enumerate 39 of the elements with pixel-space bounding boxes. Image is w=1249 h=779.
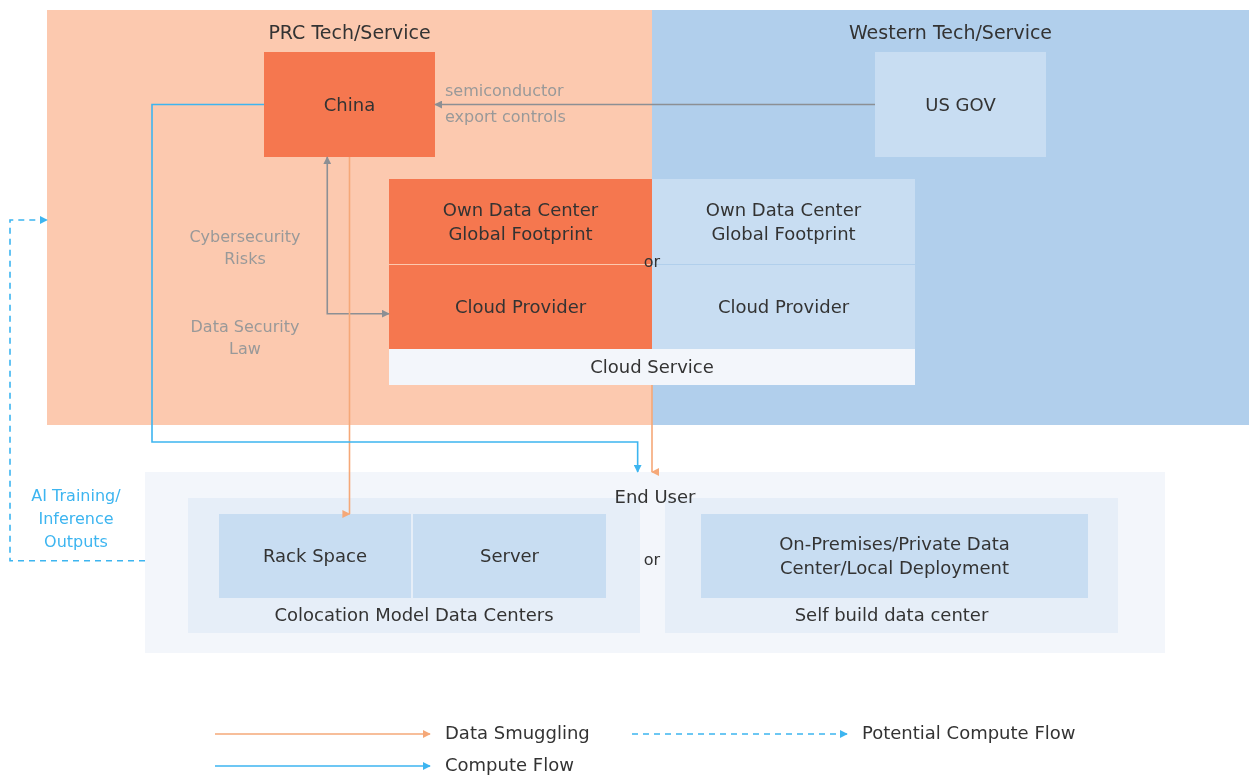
arrow bbox=[434, 100, 876, 109]
arrow bbox=[342, 156, 351, 518]
service-panel bbox=[389, 349, 915, 385]
country-box bbox=[264, 52, 435, 157]
legend-text: Compute Flow bbox=[445, 754, 574, 776]
node-text: US GOV bbox=[924, 92, 997, 117]
connector-word: or bbox=[642, 549, 662, 571]
process-box bbox=[389, 265, 652, 349]
node-text: Rack Space bbox=[261, 544, 368, 568]
edge-label: AI Training/ Inference Outputs bbox=[30, 485, 122, 553]
arrow bbox=[651, 384, 660, 476]
node-text: Self build data center bbox=[793, 603, 990, 627]
node-text: China bbox=[322, 92, 377, 117]
node-text: Own Data Center Global Footprint bbox=[704, 197, 863, 246]
arrow bbox=[9, 216, 146, 562]
node-text: PRC Tech/Service bbox=[267, 20, 432, 44]
node-text: Cloud Provider bbox=[453, 295, 588, 319]
edge-label: semiconductor export controls bbox=[445, 80, 567, 128]
process-box bbox=[701, 514, 1088, 598]
node-text: Server bbox=[479, 544, 540, 568]
arrow bbox=[151, 103, 642, 473]
node-text: Cloud Service bbox=[589, 355, 715, 379]
node-text: Cloud Provider bbox=[716, 295, 851, 319]
arrow bbox=[323, 156, 390, 318]
government-box bbox=[875, 52, 1046, 157]
node-text: On-Premises/Private Data Center/Local Deployment bbox=[778, 532, 1011, 580]
node-text: Own Data Center Global Footprint bbox=[441, 197, 600, 246]
legend-text: Potential Compute Flow bbox=[862, 722, 1076, 744]
node-text: Colocation Model Data Centers bbox=[273, 603, 555, 627]
user-panel bbox=[145, 472, 1165, 653]
node-text: End User bbox=[613, 485, 697, 509]
note-text: Cybersecurity Risks bbox=[188, 226, 302, 270]
process-box bbox=[413, 514, 606, 598]
process-box bbox=[652, 265, 915, 349]
process-box bbox=[219, 514, 411, 598]
node-text: Western Tech/Service bbox=[847, 20, 1054, 44]
connector-word: or bbox=[642, 251, 662, 273]
legend-text: Data Smuggling bbox=[445, 722, 590, 744]
note-text: Data Security Law bbox=[189, 316, 301, 360]
